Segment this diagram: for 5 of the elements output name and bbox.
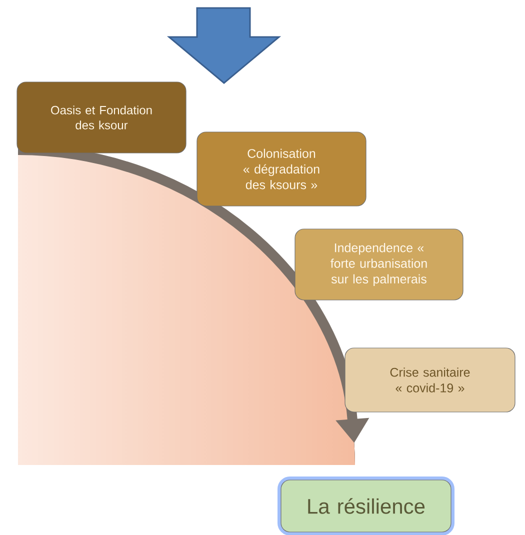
stage-box: Colonisation « dégradation des ksours » [196,132,366,206]
result-box: La résilience [280,480,452,532]
stage-box: Independence « forte urbanisation sur les palmerais [294,228,464,300]
stage-box: Crise sanitaire « covid-19 » [344,348,516,412]
stage-box: Oasis et Fondation des ksour [16,82,186,154]
